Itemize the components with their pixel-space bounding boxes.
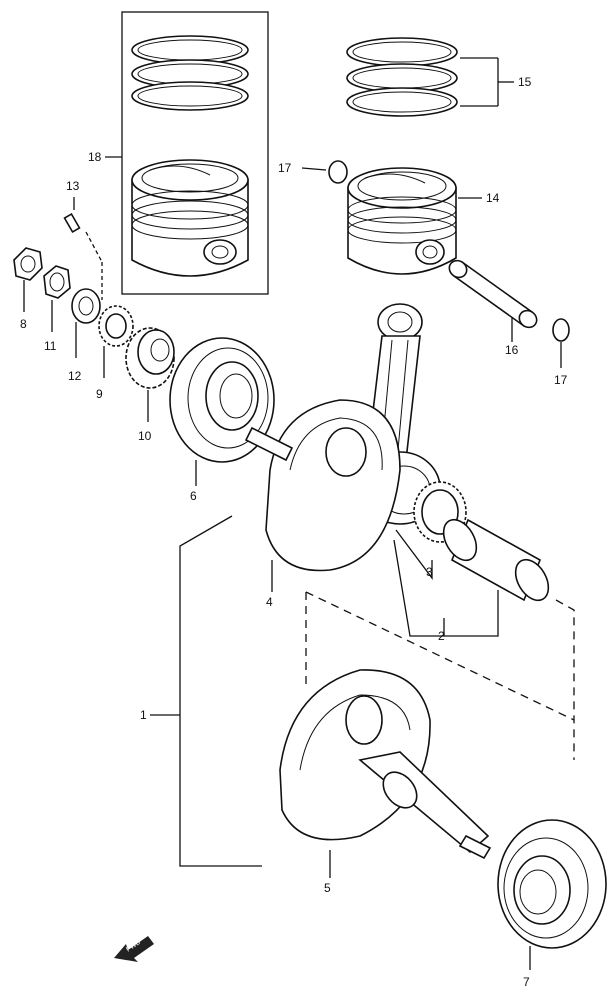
label-5: 5 — [324, 881, 331, 895]
label-15: 15 — [518, 75, 532, 89]
piston-rings-set-18 — [131, 35, 249, 111]
callout-18: 18 — [88, 150, 122, 164]
piston-14: 14 — [347, 167, 500, 275]
crank-half-4: 4 — [244, 399, 401, 609]
label-9: 9 — [96, 387, 103, 401]
crank-half-5: 5 — [279, 669, 492, 895]
label-4: 4 — [266, 595, 273, 609]
assembly-bracket-1: 1 — [140, 515, 575, 867]
label-6: 6 — [190, 489, 197, 503]
label-8: 8 — [20, 317, 27, 331]
label-17-upper: 17 — [278, 161, 292, 175]
label-1: 1 — [140, 708, 147, 722]
gear-10: 10 — [125, 327, 175, 443]
washer-12: 12 — [68, 288, 101, 383]
label-7: 7 — [523, 975, 530, 989]
piston-set-18 — [131, 159, 249, 277]
piston-rings-15 — [346, 37, 458, 117]
label-3: 3 — [426, 565, 433, 579]
label-2: 2 — [438, 629, 445, 643]
piston-set-frame — [121, 11, 269, 295]
callout-15: 15 — [460, 57, 532, 107]
nut-8: 8 — [13, 247, 43, 331]
forward-arrow-icon: FWD — [114, 936, 154, 962]
label-14: 14 — [486, 191, 500, 205]
circlip-17-lower: 17 — [552, 318, 570, 387]
label-12: 12 — [68, 369, 82, 383]
label-16: 16 — [505, 343, 519, 357]
label-18: 18 — [88, 150, 102, 164]
gear-9: 9 — [96, 305, 134, 401]
label-10: 10 — [138, 429, 152, 443]
label-11: 11 — [44, 339, 57, 353]
key-13: 13 — [63, 179, 103, 300]
crank-pin-2: 2 — [393, 518, 550, 643]
bearing-6: 6 — [169, 337, 275, 503]
label-13: 13 — [66, 179, 80, 193]
spacer-11: 11 — [43, 265, 71, 353]
piston-pin-16: 16 — [448, 259, 538, 357]
bearing-7: 7 — [497, 819, 607, 989]
circlip-17-upper: 17 — [278, 160, 348, 184]
label-17-lower: 17 — [554, 373, 568, 387]
